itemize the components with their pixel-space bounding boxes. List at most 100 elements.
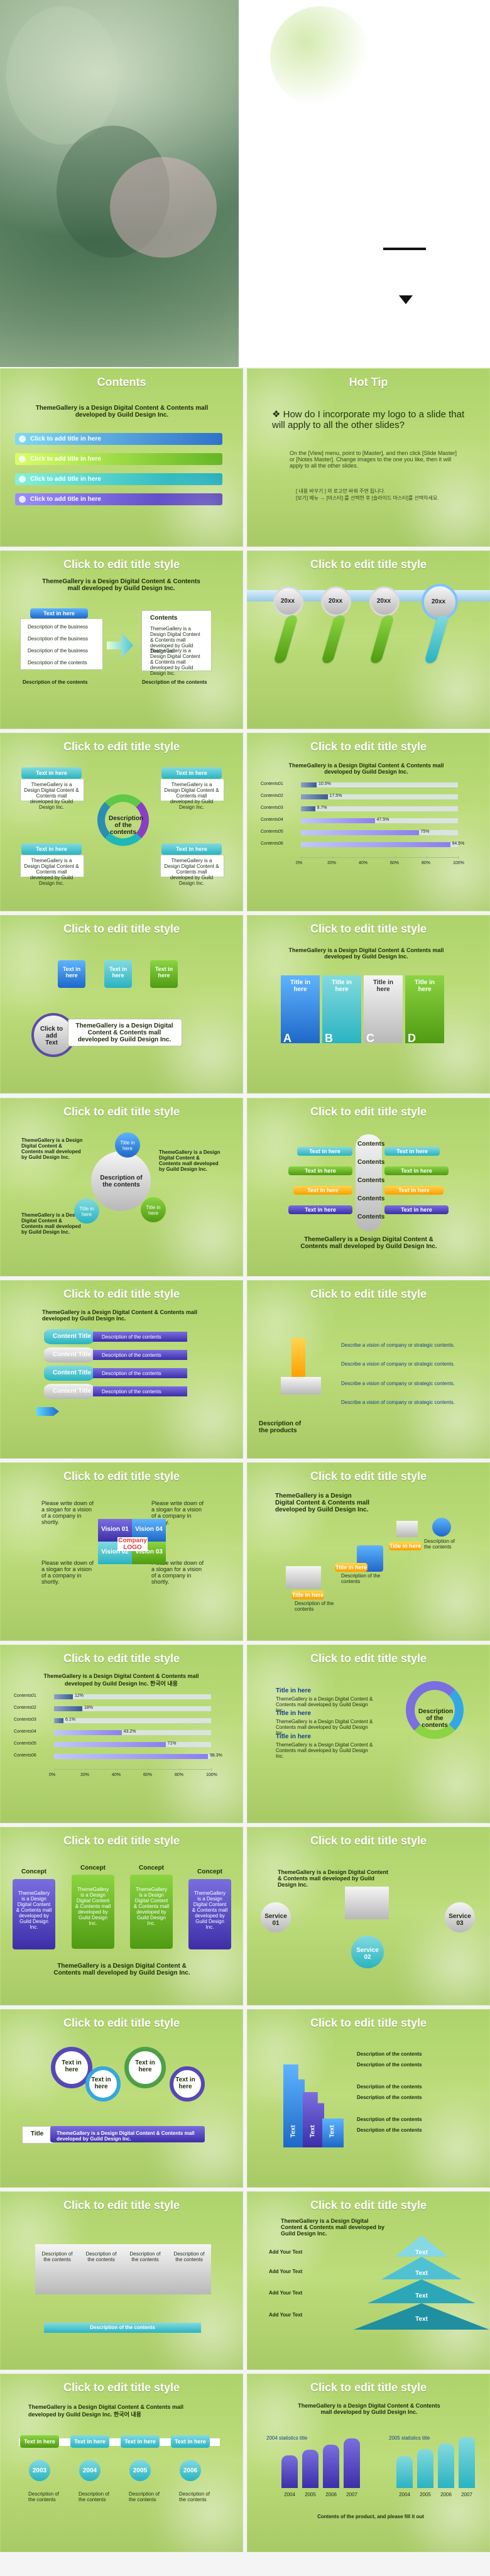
concept-card[interactable] — [72, 1875, 114, 1949]
main-button-label: Click to add Text — [40, 1026, 63, 1046]
column-box — [167, 2244, 211, 2294]
data-card[interactable] — [322, 975, 361, 1043]
slide-heading: ThemeGallery is a Design Digital Content… — [288, 947, 444, 960]
label-tag[interactable]: Title in here — [291, 1591, 324, 1599]
bubble-label: Title in here — [79, 1206, 94, 1217]
service-node[interactable] — [445, 1902, 475, 1932]
timeline-step[interactable]: Text in here — [171, 2435, 210, 2448]
contents-item[interactable]: Click to add title in here — [15, 473, 222, 485]
text-button[interactable]: Text in here — [104, 960, 132, 988]
list-item: Description of the business — [28, 636, 89, 642]
text-circle[interactable] — [85, 2066, 121, 2102]
text-button[interactable]: Text in here — [150, 960, 178, 988]
text-circle[interactable] — [124, 2047, 166, 2088]
text-button[interactable]: Text in here — [58, 960, 85, 988]
slide-22: Click to edit title style ThemeGallery i… — [247, 2191, 490, 2370]
contents-item[interactable]: Click to add title in here — [15, 493, 222, 505]
chart-bar-track — [301, 782, 458, 787]
pyramid-level — [381, 2257, 462, 2279]
data-card[interactable] — [405, 975, 444, 1043]
service-node[interactable] — [351, 1936, 384, 1968]
chart-value-label: 9.7% — [317, 806, 327, 810]
tab[interactable]: Text in here — [288, 1205, 352, 1214]
title-tag — [22, 2126, 53, 2144]
concept-card[interactable] — [13, 1879, 55, 1949]
timeline-step[interactable]: Text in here — [20, 2435, 59, 2448]
year-node — [79, 2460, 101, 2481]
tab[interactable]: Text in here — [384, 1205, 449, 1214]
contents-column — [356, 1134, 382, 1231]
chart-axis — [54, 1769, 211, 1770]
stack-label: Content Title — [53, 1388, 91, 1395]
service-node[interactable] — [261, 1902, 291, 1932]
section-header[interactable]: Text in here — [30, 608, 88, 618]
description-text: Description of the contents — [102, 1352, 161, 1358]
data-card[interactable] — [364, 975, 403, 1043]
tab[interactable]: Text in here — [384, 1147, 440, 1156]
tab[interactable]: Text in here — [293, 1186, 352, 1195]
year-label: 2006 — [183, 2467, 198, 2474]
arrow-step — [322, 2118, 344, 2147]
slide-heading: ThemeGallery is a Design Digital Content… — [28, 2404, 184, 2418]
tab[interactable]: Text in here — [384, 1166, 449, 1175]
vision-item: Describe a vision of company or strategi… — [341, 1400, 455, 1405]
year-label: 2005 — [305, 2492, 316, 2497]
contents-item[interactable]: Click to add title in here — [15, 433, 222, 445]
concept-card[interactable] — [188, 1879, 231, 1949]
row-label: Add Your Text — [269, 2269, 303, 2274]
pyramid-label: Text — [415, 2270, 428, 2277]
footer-label: Description of the contents — [23, 679, 88, 685]
text-box[interactable]: Text in here — [161, 767, 222, 779]
label-tag[interactable]: Title in here — [335, 1563, 368, 1572]
concept-text: ThemeGallery is a Design Digital Content… — [133, 1887, 170, 1926]
timeline-step[interactable]: Text in here — [70, 2435, 109, 2448]
stack-level[interactable] — [44, 1384, 94, 1399]
vision-item: Describe a vision of company or strategi… — [341, 1342, 455, 1348]
timeline-node[interactable] — [369, 586, 400, 617]
text-box[interactable]: Text in here — [21, 843, 82, 855]
bullet-icon — [19, 436, 26, 442]
text-box[interactable]: Text in here — [161, 843, 222, 855]
list-item: Description of the business — [28, 648, 89, 654]
slide-title: Click to edit title style — [63, 740, 180, 753]
label-tag[interactable]: Title in here — [389, 1542, 422, 1550]
chart-category-label: Contents03 — [14, 1718, 36, 1722]
timeline-node[interactable] — [273, 586, 303, 617]
vision-label: Vision 03 — [135, 1548, 163, 1555]
chart-category-label: Contents04 — [14, 1729, 36, 1734]
text-circle[interactable] — [170, 2066, 205, 2102]
tab[interactable]: Text in here — [384, 1186, 444, 1195]
column-text: Description of the contents — [85, 2251, 117, 2262]
contents-item[interactable]: Click to add title in here — [15, 453, 222, 465]
data-card[interactable] — [281, 975, 320, 1043]
bubble[interactable] — [115, 1132, 140, 1158]
timeline-step[interactable]: Text in here — [121, 2435, 160, 2448]
timeline-node[interactable] — [321, 586, 351, 617]
chart-bar — [54, 1754, 208, 1759]
chart-tick-label: 80% — [422, 861, 431, 865]
text-box[interactable]: Text in here — [21, 767, 82, 779]
slide-8: Click to edit title style ThemeGallery i… — [247, 915, 490, 1093]
slide-11: Click to edit title style ThemeGallery i… — [0, 1280, 243, 1459]
concept-card[interactable] — [130, 1875, 173, 1949]
tip-answer: On the [View] menu, point to [Master], a… — [290, 450, 457, 469]
chart-tick-label: 60% — [390, 861, 400, 865]
vision-text: Please write down of a slogan for a visi… — [41, 1560, 94, 1585]
bubble[interactable] — [74, 1198, 99, 1224]
tab[interactable]: Text in here — [297, 1147, 352, 1156]
stack-level[interactable] — [44, 1347, 94, 1362]
bottom-text: ThemeGallery is a Design Digital Content… — [300, 1236, 437, 1250]
chart-value-label: 43.2% — [123, 1729, 136, 1734]
timeline-ribbon — [321, 615, 346, 663]
bubble[interactable] — [141, 1197, 166, 1222]
stack-label: Content Title — [53, 1351, 91, 1358]
stack-level[interactable] — [44, 1366, 94, 1381]
flower-shape — [352, 69, 477, 195]
tab[interactable]: Text in here — [288, 1166, 352, 1175]
contents-text: ThemeGallery is a Design Digital Content… — [150, 648, 200, 676]
row-label: Add Your Text — [269, 2312, 303, 2318]
slide-title: Click to edit title style — [310, 2199, 427, 2212]
stack-level[interactable] — [44, 1329, 94, 1344]
card-title: Title in here — [290, 979, 311, 993]
slide-19: Click to edit title style Text in here T… — [0, 2009, 243, 2188]
